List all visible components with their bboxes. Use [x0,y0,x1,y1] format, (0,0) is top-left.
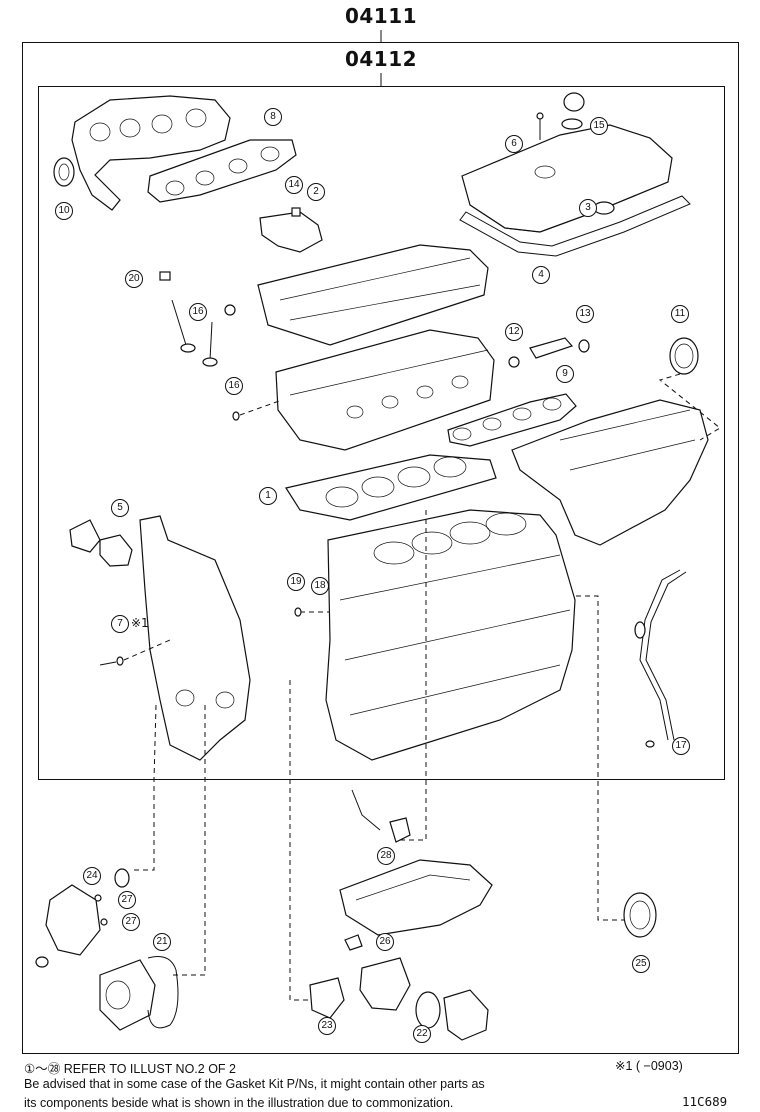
callout-26: 26 [376,933,394,951]
callout-28: 28 [377,847,395,865]
callout-10: 10 [55,202,73,220]
callout-3: 3 [579,199,597,217]
footer-line-2: Be advised that in some case of the Gask… [24,1077,485,1091]
callout-16b: 16 [225,377,243,395]
callout-17: 17 [672,737,690,755]
callout-22: 22 [413,1025,431,1043]
cylinder-head-gasket [285,454,497,521]
note-mark-1: ※1 [131,616,149,630]
callout-13: 13 [576,305,594,323]
callout-12: 12 [505,323,523,341]
callout-15: 15 [590,117,608,135]
callout-2: 2 [307,183,325,201]
cylinder-block [325,509,576,761]
callout-11: 11 [671,305,689,323]
cylinder-head [275,329,495,451]
water-pump [35,868,130,968]
callout-14: 14 [285,176,303,194]
callout-23: 23 [318,1017,336,1035]
inner-assembly-number: 04112 [344,47,418,71]
callout-6: 6 [505,135,523,153]
footer-line-1: ①～㉘ REFER TO ILLUST NO.2 OF 2 [24,1058,236,1077]
callout-20: 20 [125,270,143,288]
callout-5: 5 [111,499,129,517]
footer-range: ①～㉘ [24,1062,61,1076]
water-inlet [99,956,179,1031]
callout-25: 25 [632,955,650,973]
callout-27a: 27 [118,891,136,909]
callout-8: 8 [264,108,282,126]
camshaft-housing [257,244,489,346]
intake-manifold [511,399,709,546]
exhaust-manifold-gasket [147,139,297,203]
callout-4: 4 [532,266,550,284]
exhaust-manifold-insulator [71,95,231,211]
footer-line-3: its components beside what is shown in t… [24,1096,454,1110]
callout-19: 19 [287,573,305,591]
outer-kit-frame [22,42,739,1054]
callout-7: 7 [111,615,129,633]
callout-27b: 27 [122,913,140,931]
illustration-code: 11C689 [682,1094,728,1109]
callout-9: 9 [556,365,574,383]
outer-assembly-number: 04111 [344,4,418,28]
footer-note: ※1 ( −0903) [615,1059,683,1073]
callout-16a: 16 [189,303,207,321]
callout-21: 21 [153,933,171,951]
callout-18: 18 [311,577,329,595]
callout-24: 24 [83,867,101,885]
oil-pan [339,859,493,936]
inner-kit-frame [38,86,725,780]
footer-refer-text: REFER TO ILLUST NO.2 OF 2 [63,1062,236,1076]
timing-chain-cover [139,515,251,761]
cylinder-head-cover [461,124,673,233]
intake-manifold-gasket [447,393,577,447]
callout-1: 1 [259,487,277,505]
